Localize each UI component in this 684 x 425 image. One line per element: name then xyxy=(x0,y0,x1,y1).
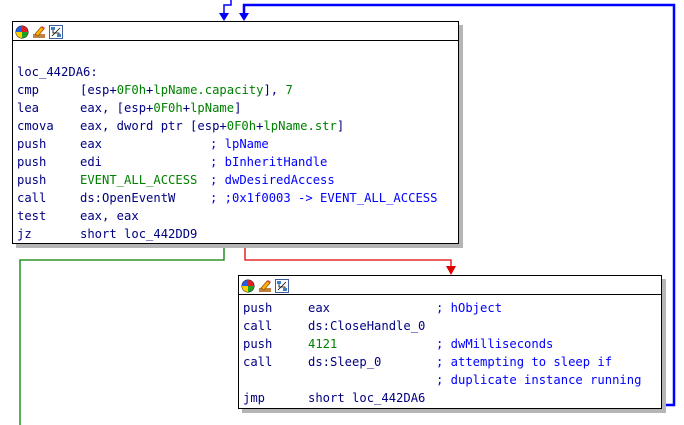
operand-token[interactable]: edi xyxy=(80,155,103,169)
operands: EVENT_ALL_ACCESS xyxy=(80,171,197,189)
code-block-loc_442DA6[interactable]: loc_442DA6: cmp[esp+0F0h+lpName.capacity… xyxy=(12,21,459,244)
operand-token[interactable]: lpName.str xyxy=(263,119,337,133)
operand-token[interactable]: eax, dword ptr [esp+ xyxy=(80,119,227,133)
operands: ds:Sleep_0 xyxy=(308,353,381,371)
mnemonic: call xyxy=(243,355,273,369)
mnemonic: call xyxy=(243,319,273,333)
comment: ; bInheritHandle xyxy=(210,155,328,169)
instruction-line[interactable]: ; duplicate instance running xyxy=(243,371,661,389)
node-color-icon[interactable] xyxy=(241,278,255,293)
operands: ds:CloseHandle_0 xyxy=(308,317,425,335)
mnemonic: lea xyxy=(17,101,40,115)
instruction-line[interactable]: call ds:Sleep_0 ; attempting to sleep if xyxy=(243,353,661,371)
comment: ; dwMilliseconds xyxy=(436,337,554,351)
operand-token[interactable]: ], xyxy=(263,83,286,97)
operand-token[interactable]: ] xyxy=(234,101,242,115)
operand-token[interactable]: eax, [esp+ xyxy=(80,101,154,115)
rename-icon[interactable] xyxy=(32,24,46,38)
edge-incoming-left-arrow xyxy=(219,13,229,21)
edge-incoming-left xyxy=(223,0,232,14)
operand-token[interactable]: short loc_442DD9 xyxy=(80,227,198,241)
instruction-line[interactable]: jmp short loc_442DA6 xyxy=(243,389,661,407)
operand-token[interactable]: lpName xyxy=(190,101,235,115)
operand-token[interactable]: ds:CloseHandle_0 xyxy=(308,319,426,333)
comment: ; lpName xyxy=(210,137,269,151)
operand-token[interactable]: 4121 xyxy=(308,337,338,351)
block-header xyxy=(13,22,458,41)
mnemonic: push xyxy=(243,301,273,315)
block-label[interactable]: loc_442DA6: xyxy=(17,65,98,79)
operand-token[interactable]: 0F0h xyxy=(226,119,257,133)
block-header xyxy=(239,276,661,295)
instruction-line[interactable]: call ds:CloseHandle_0 xyxy=(243,317,661,335)
edge-jz-fallthrough-arrow xyxy=(446,266,456,275)
operand-token[interactable]: eax xyxy=(80,137,103,151)
operands: short loc_442DA6 xyxy=(308,389,425,407)
edge-jz-fallthrough xyxy=(244,244,452,268)
comment: ; dwDesiredAccess xyxy=(210,173,335,187)
operand-token[interactable]: [esp+ xyxy=(80,83,117,97)
operand-token[interactable]: 0F0h xyxy=(116,83,147,97)
instruction-line[interactable]: push eax ; lpName xyxy=(17,135,458,153)
instruction-line[interactable]: push EVENT_ALL_ACCESS ; dwDesiredAccess xyxy=(17,171,458,189)
mnemonic: jmp xyxy=(243,391,266,405)
mnemonic: push xyxy=(243,337,273,351)
comment: ; duplicate instance running xyxy=(436,373,642,387)
instruction-line[interactable]: cmova eax, dword ptr [esp+0F0h+lpName.str… xyxy=(17,117,458,135)
mnemonic: cmova xyxy=(17,119,54,133)
operands: ds:OpenEventW xyxy=(80,189,175,207)
operands: [esp+0F0h+lpName.capacity], 7 xyxy=(80,81,293,99)
operands: eax, dword ptr [esp+0F0h+lpName.str] xyxy=(80,117,344,135)
operand-token[interactable]: lpName.capacity xyxy=(153,83,264,97)
edge-jz-taken xyxy=(19,244,225,425)
operands: eax, eax xyxy=(80,207,139,225)
operands: eax, [esp+0F0h+lpName] xyxy=(80,99,241,117)
operand-token[interactable]: ds:Sleep_0 xyxy=(308,355,382,369)
comment: ; hObject xyxy=(436,301,503,315)
mnemonic: push xyxy=(17,137,47,151)
operand-token[interactable]: 7 xyxy=(285,83,293,97)
instruction-line[interactable]: call ds:OpenEventW ; ;0x1f0003 -> EVENT_AL… xyxy=(17,189,458,207)
instruction-line[interactable]: test eax, eax xyxy=(17,207,458,225)
operands: edi xyxy=(80,153,102,171)
operand-token[interactable]: + xyxy=(256,119,264,133)
instruction-line[interactable]: push 4121 ; dwMilliseconds xyxy=(243,335,661,353)
instruction-line[interactable]: cmp [esp+0F0h+lpName.capacity], 7 xyxy=(17,81,458,99)
instruction-line[interactable]: push eax ; hObject xyxy=(243,299,661,317)
operands: 4121 xyxy=(308,335,337,353)
operand-token[interactable]: ds:OpenEventW xyxy=(80,191,176,205)
mnemonic: test xyxy=(17,209,47,223)
operand-token[interactable]: + xyxy=(182,101,191,115)
mnemonic: jz xyxy=(17,227,32,241)
comment: ; attempting to sleep if xyxy=(436,355,613,369)
instruction-line[interactable]: lea eax, [esp+0F0h+lpName] xyxy=(17,99,458,117)
operand-token[interactable]: 0F0h xyxy=(153,101,183,115)
mnemonic: push xyxy=(17,173,47,187)
operand-token[interactable]: EVENT_ALL_ACCESS xyxy=(80,173,198,187)
node-color-icon[interactable] xyxy=(15,24,29,39)
edge-back-loop xyxy=(242,3,676,407)
graph-view-icon[interactable] xyxy=(49,24,63,39)
operand-token[interactable]: short loc_442DA6 xyxy=(308,391,426,405)
mnemonic: cmp xyxy=(17,83,40,97)
rename-icon[interactable] xyxy=(258,278,272,292)
operand-token[interactable]: + xyxy=(146,83,154,97)
operands: short loc_442DD9 xyxy=(80,225,197,243)
graph-view-icon[interactable] xyxy=(275,278,289,293)
instruction-line[interactable]: push edi ; bInheritHandle xyxy=(17,153,458,171)
operand-token[interactable]: eax, eax xyxy=(80,209,139,223)
edge-back-loop-arrow xyxy=(239,13,249,21)
mnemonic: call xyxy=(17,191,47,205)
comment: ; ;0x1f0003 -> EVENT_ALL_ACCESS xyxy=(210,191,438,205)
operand-token[interactable]: eax xyxy=(308,301,331,315)
instruction-line[interactable]: jz short loc_442DD9 xyxy=(17,225,458,243)
operand-token[interactable]: ] xyxy=(336,119,345,133)
operands: eax xyxy=(80,135,102,153)
block-body: loc_442DA6: cmp[esp+0F0h+lpName.capacity… xyxy=(13,41,458,243)
operands: eax xyxy=(308,299,330,317)
mnemonic: push xyxy=(17,155,47,169)
